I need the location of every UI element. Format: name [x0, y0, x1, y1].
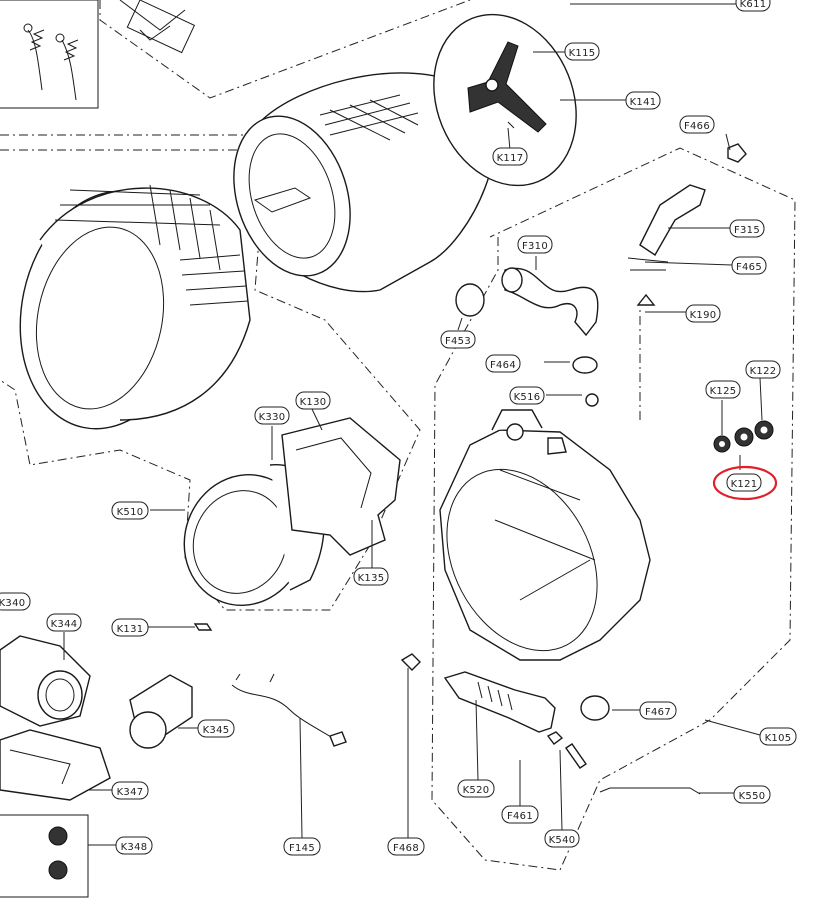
part-labels: K611 K115 K141 K117 F466 F315 F310 F465 …	[0, 0, 797, 856]
svg-text:K122: K122	[750, 366, 777, 377]
label-K550: K550	[733, 785, 771, 804]
tub-rear	[439, 409, 651, 661]
label-K345: K345	[197, 719, 235, 738]
label-K330: K330	[254, 406, 290, 425]
label-K122: K122	[745, 360, 781, 379]
label-K117: K117	[492, 147, 528, 166]
svg-text:K125: K125	[710, 386, 737, 397]
svg-text:K131: K131	[117, 624, 144, 635]
label-F145: F145	[283, 837, 321, 856]
svg-text:K550: K550	[739, 791, 766, 802]
label-K510: K510	[111, 501, 149, 520]
svg-text:K115: K115	[569, 48, 596, 59]
svg-text:F310: F310	[522, 241, 548, 252]
highlight-circle-k121	[712, 465, 778, 501]
svg-text:K190: K190	[690, 310, 717, 321]
hoses-and-fittings	[443, 143, 774, 795]
label-K135: K135	[353, 567, 389, 586]
label-K611: K611	[735, 0, 771, 12]
leader-lines	[63, 3, 763, 846]
label-K344: K344	[46, 613, 82, 632]
label-K520: K520	[457, 779, 495, 798]
svg-text:K516: K516	[514, 392, 541, 403]
svg-text:K135: K135	[358, 573, 385, 584]
svg-text:F464: F464	[490, 360, 516, 371]
label-K130: K130	[295, 391, 331, 410]
label-F461: F461	[501, 805, 539, 824]
pump-and-base	[0, 623, 421, 898]
label-K348: K348	[115, 836, 153, 855]
label-F466: F466	[679, 115, 715, 134]
svg-text:F461: F461	[507, 811, 533, 822]
svg-text:K347: K347	[117, 787, 144, 798]
svg-text:K141: K141	[630, 97, 657, 108]
svg-text:K130: K130	[300, 397, 327, 408]
svg-text:K330: K330	[259, 412, 286, 423]
label-F465: F465	[731, 256, 767, 275]
svg-text:K611: K611	[740, 0, 767, 10]
assembly-boundaries	[0, 0, 796, 871]
label-F467: F467	[639, 701, 677, 720]
svg-text:K121: K121	[731, 479, 758, 490]
svg-text:K520: K520	[463, 785, 490, 796]
label-K131: K131	[111, 618, 149, 637]
svg-text:K117: K117	[497, 153, 524, 164]
label-F315: F315	[729, 219, 765, 238]
label-F468: F468	[387, 837, 425, 856]
label-K340: K340	[0, 592, 31, 611]
svg-text:F315: F315	[734, 225, 760, 236]
svg-text:K344: K344	[51, 619, 78, 630]
label-K115: K115	[564, 42, 600, 61]
label-F464: F464	[485, 354, 521, 373]
svg-text:F465: F465	[736, 262, 762, 273]
top-left-partial-parts	[0, 0, 196, 109]
svg-text:F453: F453	[445, 336, 471, 347]
label-K105: K105	[759, 727, 797, 746]
svg-text:F466: F466	[684, 121, 710, 132]
label-K516: K516	[509, 386, 545, 405]
label-K141: K141	[625, 91, 661, 110]
svg-text:F145: F145	[289, 843, 315, 854]
label-K190: K190	[685, 304, 721, 323]
svg-text:K345: K345	[203, 725, 230, 736]
label-F453: F453	[440, 330, 476, 349]
label-K347: K347	[111, 781, 149, 800]
label-K125: K125	[705, 380, 741, 399]
label-K121: K121	[726, 473, 762, 492]
svg-text:K510: K510	[117, 507, 144, 518]
svg-text:K348: K348	[121, 842, 148, 853]
wash-drum	[233, 13, 577, 293]
svg-text:K105: K105	[765, 733, 792, 744]
label-K540: K540	[544, 829, 580, 848]
label-F310: F310	[517, 235, 553, 254]
tub-front-and-gasket	[19, 184, 401, 607]
svg-text:K340: K340	[0, 598, 25, 609]
svg-text:F467: F467	[645, 707, 671, 718]
svg-text:F468: F468	[393, 843, 419, 854]
svg-text:K540: K540	[549, 835, 576, 846]
